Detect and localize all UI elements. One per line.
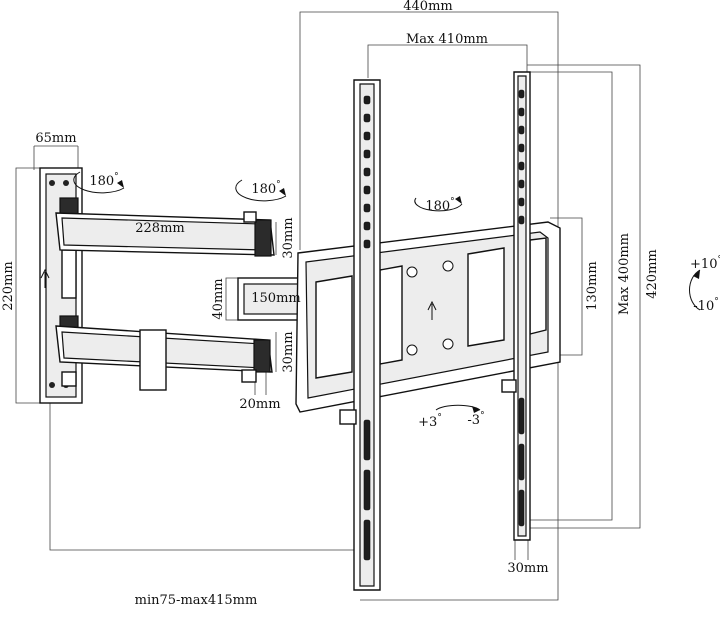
dim-228: 228mm xyxy=(135,221,184,236)
wall-plate xyxy=(39,167,83,404)
angle-tilt-up: +10° xyxy=(690,255,720,272)
upper-arm xyxy=(55,211,275,257)
dim-130: 130mm xyxy=(585,261,600,310)
lower-arm xyxy=(55,325,273,391)
dim-220: 220mm xyxy=(1,261,16,310)
right-vertical-rail xyxy=(501,71,531,541)
angle-swivel-wall: 180° xyxy=(89,172,118,189)
dim-150: 150mm xyxy=(251,291,300,306)
dim-40: 40mm xyxy=(211,278,226,319)
dim-arm-30-bottom: 30mm xyxy=(281,331,296,372)
dim-depth-range: min75-max415mm xyxy=(135,593,258,608)
dim-max-400: Max 400mm xyxy=(617,233,632,315)
dim-rail-30: 30mm xyxy=(507,561,548,576)
rotation-arrows xyxy=(73,171,701,413)
angle-swivel-elbow: 180° xyxy=(251,180,280,197)
angle-swivel-plate: 180° xyxy=(425,197,454,214)
dim-20: 20mm xyxy=(239,397,280,412)
elbow-link xyxy=(237,277,305,321)
angle-level-minus: -3° xyxy=(467,411,484,428)
dim-arm-30-top: 30mm xyxy=(281,217,296,258)
angle-level-plus: +3° xyxy=(418,413,442,430)
left-vertical-rail xyxy=(339,79,381,591)
labels: 440mm Max 410mm 65mm 228mm 150mm 20mm 30… xyxy=(1,0,720,608)
dim-420: 420mm xyxy=(645,249,660,298)
angle-tilt-down: -10° xyxy=(693,297,718,314)
dim-440: 440mm xyxy=(403,0,452,14)
dim-65: 65mm xyxy=(35,131,76,146)
dim-max-410: Max 410mm xyxy=(406,32,488,47)
